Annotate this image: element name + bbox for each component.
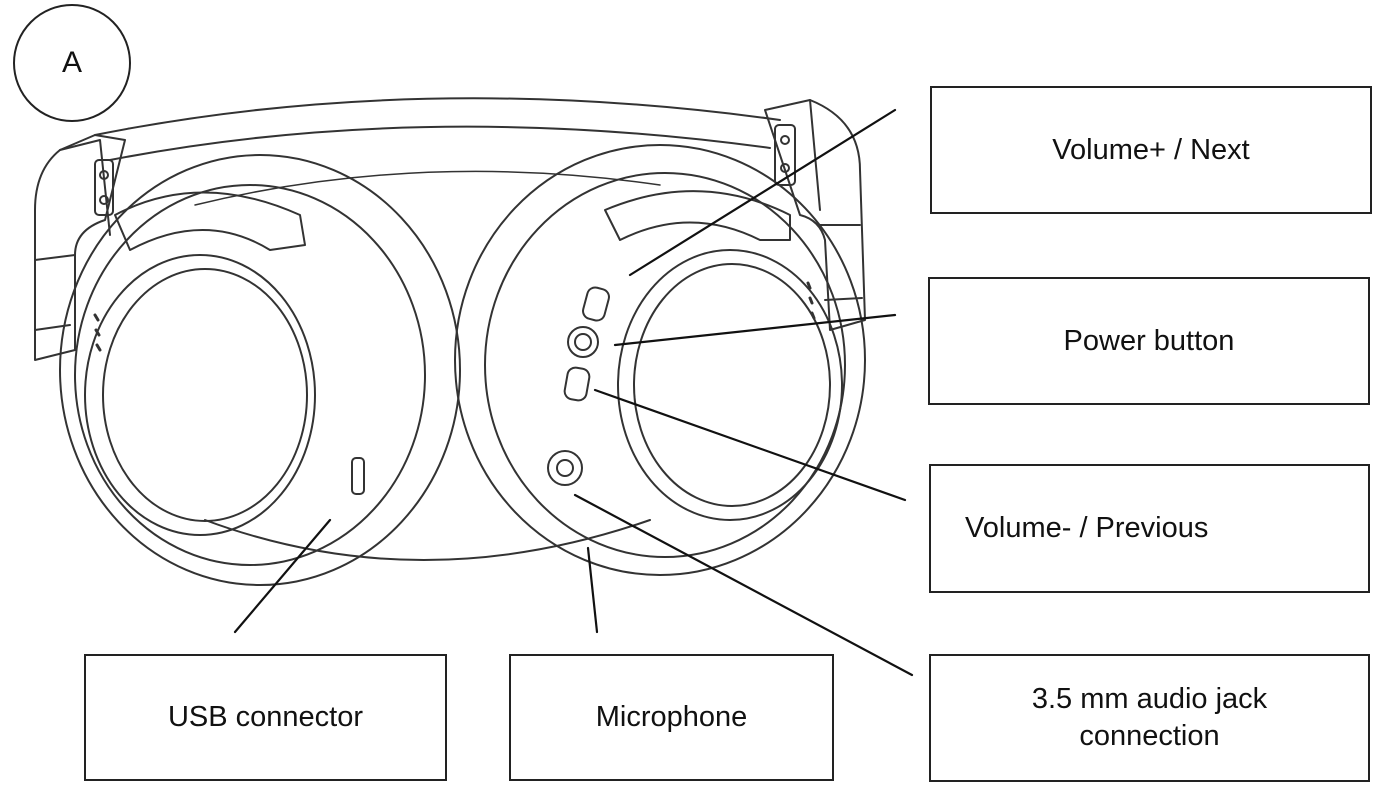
callout-microphone-label: Microphone: [595, 701, 748, 733]
audio-jack: [547, 450, 583, 486]
callout-audio-jack-label: 3.5 mm audio jack connection: [1031, 683, 1268, 752]
left-hinge: [34, 134, 126, 361]
callout-volume-minus-label: Volume- / Previous: [965, 512, 1209, 544]
callout-volume-minus: Volume- / Previous: [929, 464, 1370, 593]
callout-usb-connector-label: USB connector: [167, 701, 364, 733]
callout-audio-jack: 3.5 mm audio jack connection: [929, 654, 1370, 782]
figure-marker-badge: A: [13, 4, 131, 122]
leader-usb: [233, 518, 332, 634]
callout-power-button: Power button: [928, 277, 1370, 405]
leader-volume-minus: [593, 388, 907, 502]
callout-power-button-label: Power button: [1063, 324, 1235, 357]
volume-plus-key: [582, 286, 610, 322]
callout-volume-plus-label: Volume+ / Next: [1052, 133, 1250, 166]
usb-port: [351, 457, 365, 495]
volume-minus-key: [563, 366, 591, 402]
callout-usb-connector: USB connector: [84, 654, 447, 781]
figure-marker-label: A: [61, 46, 82, 79]
right-earcup: [454, 144, 866, 576]
callout-microphone: Microphone: [509, 654, 834, 781]
leader-microphone: [586, 546, 599, 634]
leader-volume-plus: [628, 108, 897, 277]
right-cushion-face: [617, 249, 843, 521]
headband: [94, 97, 781, 136]
power-key: [567, 326, 599, 358]
left-earcup: [59, 154, 461, 586]
leader-power: [613, 313, 897, 347]
right-hinge: [764, 99, 866, 331]
leader-audio-jack: [573, 493, 914, 677]
left-cushion-face: [84, 254, 316, 536]
callout-volume-plus: Volume+ / Next: [930, 86, 1372, 214]
